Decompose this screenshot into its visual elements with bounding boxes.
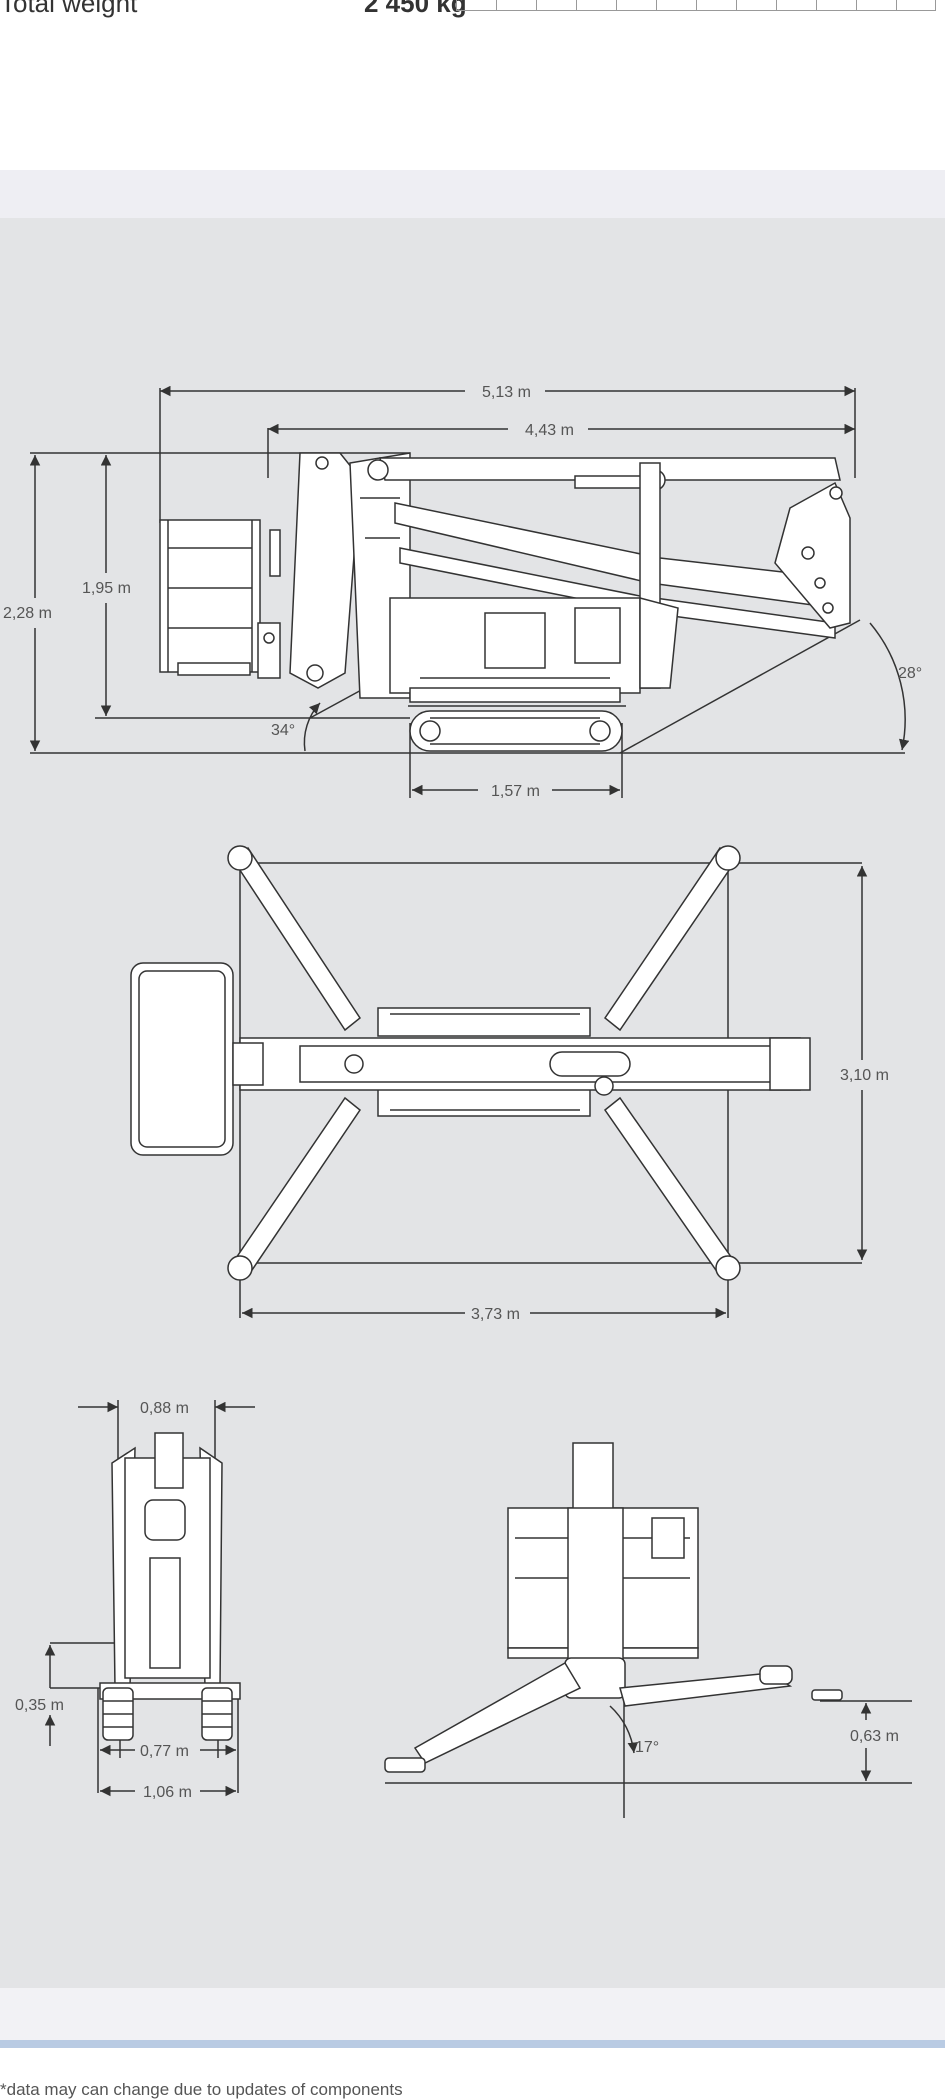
dim-platform-height: 1,95 m [82, 580, 131, 597]
dim-ground-clearance: 0,35 m [15, 1697, 64, 1714]
dim-track-length: 1,57 m [491, 783, 540, 800]
dim-track-inner: 0,77 m [140, 1743, 189, 1760]
dim-rear-top-width: 0,88 m [140, 1400, 189, 1417]
bottom-bar [0, 2040, 945, 2048]
section-divider [0, 170, 945, 218]
dim-top-length: 3,73 m [471, 1306, 520, 1323]
dim-front-angle: 28° [898, 665, 922, 682]
dim-front-height: 0,63 m [850, 1728, 899, 1745]
weight-value: 2 450 kg [364, 0, 467, 18]
spec-table-edge [456, 0, 936, 11]
top-view: 3,10 m 3,73 m [130, 845, 889, 1323]
dim-top-width: 3,10 m [840, 1067, 889, 1084]
dim-boom-length: 4,43 m [525, 422, 574, 439]
footnote: *data may can change due to updates of c… [0, 2080, 403, 2099]
dim-overall-height: 2,28 m [3, 605, 52, 622]
top-strip: Total weight 2 450 kg [0, 0, 945, 170]
dim-overall-length: 5,13 m [482, 384, 531, 401]
dim-front-angle: 17° [635, 1739, 659, 1756]
front-view: 17° 0,63 m [384, 1442, 912, 1818]
bottom-band [0, 1988, 945, 2040]
dimension-drawing: 5,13 m 4,43 m 2,28 m 1,95 m 1,57 m 34° 2… [3, 384, 922, 1818]
weight-label: Total weight [0, 0, 138, 18]
technical-drawing-panel: 5,13 m 4,43 m 2,28 m 1,95 m 1,57 m 34° 2… [0, 218, 945, 2099]
side-view: 5,13 m 4,43 m 2,28 m 1,95 m 1,57 m 34° 2… [3, 384, 922, 800]
rear-view: 0,88 m 0,35 m 0,77 m 1,06 m [15, 1400, 255, 1801]
dim-rear-angle: 34° [271, 722, 295, 739]
dim-track-outer: 1,06 m [143, 1784, 192, 1801]
